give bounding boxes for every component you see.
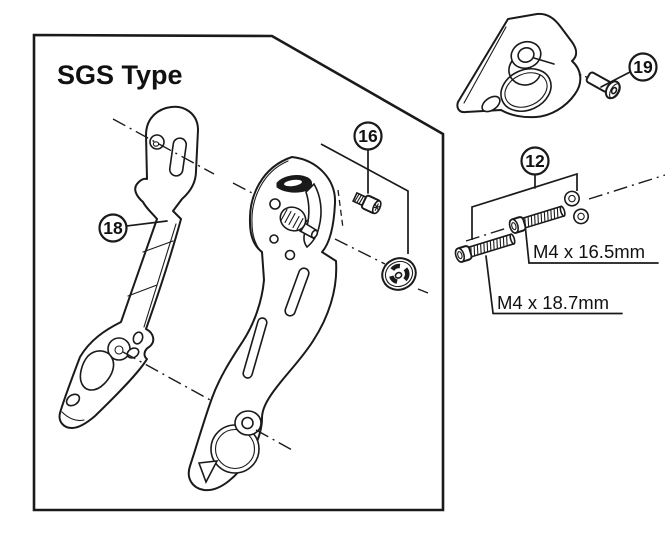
callout-16-bracket: [320, 143, 409, 254]
bracket-axle-unit-part: [456, 12, 582, 119]
pulley-cap-part: [381, 257, 417, 291]
upper-arm-slot: [284, 267, 310, 317]
lower-arm-slot: [242, 317, 268, 379]
callout-12-bracket: [471, 172, 578, 240]
bolt-boss: [279, 206, 319, 240]
screw-m4-18-7: [454, 233, 516, 263]
foot-triangle-cutout: [197, 460, 219, 484]
screw-m4-16-5: [508, 205, 566, 234]
upper-screw-size-label: M4 x 16.5mm: [533, 241, 645, 262]
lower-screw-size-label: M4 x 18.7mm: [497, 292, 609, 313]
callout-19: 19: [600, 52, 658, 88]
sgs-type-box: [32, 33, 445, 512]
callout-12-number: 12: [525, 151, 545, 171]
dimension-label-lower-screw: M4 x 18.7mm: [485, 255, 623, 315]
outer-plate-part: [187, 156, 338, 492]
callout-16: 16: [353, 121, 383, 151]
inner-plate-part: [58, 105, 199, 429]
dimension-label-upper-screw: M4 x 16.5mm: [524, 223, 659, 264]
callout-18: 18: [98, 213, 168, 243]
fixing-bolt-part: [585, 71, 621, 100]
callout-18-number: 18: [103, 218, 123, 238]
callout-12: 12: [520, 146, 550, 176]
callout-16-number: 16: [358, 126, 378, 146]
sgs-type-label: SGS Type: [57, 60, 183, 90]
callout-19-number: 19: [633, 57, 653, 77]
stopper-plate-part: [563, 190, 590, 225]
set-screw-part: [352, 191, 382, 215]
foot-cutout: [79, 350, 115, 391]
